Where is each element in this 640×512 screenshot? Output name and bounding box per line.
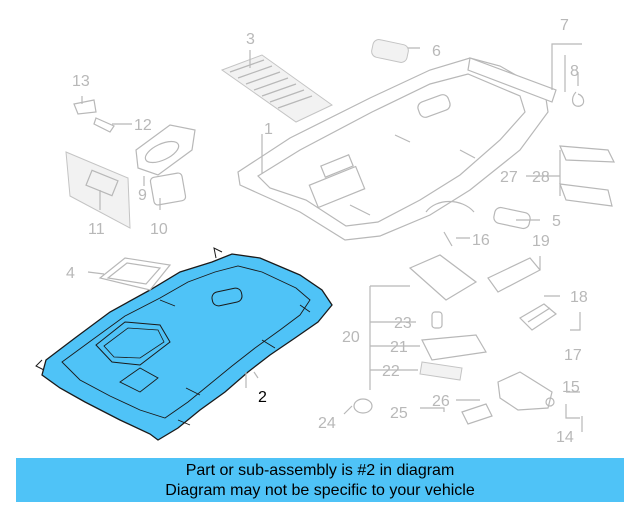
part-25-26-clips (461, 403, 493, 425)
part-3-insulator-pad (220, 54, 333, 123)
part-13-bracket (73, 99, 97, 115)
callout-27: 27 (500, 169, 518, 186)
callout-25: 25 (390, 405, 408, 422)
part-23-bulb (431, 311, 443, 329)
part-19-console (487, 257, 541, 293)
part-8-clip (571, 91, 585, 107)
callout-21: 21 (390, 339, 408, 356)
callout-5: 5 (552, 213, 561, 230)
callout-28: 28 (532, 169, 550, 186)
part-5-lamp-lens (493, 206, 531, 230)
callout-26: 26 (432, 393, 450, 410)
callout-2: 2 (258, 389, 267, 406)
caption-line-1: Part or sub-assembly is #2 in diagram (185, 462, 455, 479)
callout-20: 20 (342, 329, 360, 346)
part-2-headliner-highlighted (35, 247, 333, 441)
part-24-grommet (353, 398, 373, 414)
callout-7: 7 (560, 17, 569, 34)
part-7-roof-rail (467, 57, 557, 103)
callout-3: 3 (246, 31, 255, 48)
info-banner: Part or sub-assembly is #2 in diagram Di… (16, 458, 624, 502)
part-1-headliner-outline (237, 57, 549, 241)
callout-labels: 1 2 3 4 5 6 7 8 9 10 11 12 13 14 15 16 1… (66, 17, 588, 446)
callout-8: 8 (570, 63, 579, 80)
callout-10: 10 (150, 221, 168, 238)
callout-11: 11 (88, 221, 105, 238)
callout-16: 16 (472, 232, 490, 249)
part-10-lamp-assembly (149, 172, 187, 206)
callout-4: 4 (66, 265, 75, 282)
callout-14: 14 (556, 429, 574, 446)
part-9-map-lamp (135, 124, 196, 176)
part-12-screw (93, 117, 115, 133)
callout-6: 6 (432, 43, 441, 60)
caption-line-2: Diagram may not be specific to your vehi… (165, 482, 475, 499)
callout-24: 24 (318, 415, 336, 432)
part-20-overhead-console (408, 254, 478, 301)
part-17-18-switches (519, 303, 558, 331)
callout-12: 12 (134, 117, 152, 134)
part-27-28-rear-lamps (559, 145, 615, 207)
callout-19: 19 (532, 233, 550, 250)
part-11-sun-visor (65, 151, 131, 229)
callout-15: 15 (562, 379, 580, 396)
callout-18: 18 (570, 289, 588, 306)
callout-23: 23 (394, 315, 412, 332)
callout-17: 17 (564, 347, 582, 364)
part-6-lamp-lens (371, 39, 409, 63)
part-16-grab-handle (425, 200, 475, 247)
part-4-sunroof-frame (98, 257, 172, 291)
parts-diagram: 1 2 3 4 5 6 7 8 9 10 11 12 13 14 15 16 1… (35, 17, 615, 446)
leader-lines (81, 43, 583, 432)
callout-1: 1 (264, 121, 273, 138)
part-22-trim (419, 361, 463, 381)
callout-9: 9 (138, 187, 147, 204)
part-14-lamp-housing (497, 371, 553, 411)
callout-22: 22 (382, 363, 400, 380)
part-21-lens (421, 334, 487, 361)
part-15-clip (545, 397, 555, 407)
callout-13: 13 (72, 73, 90, 90)
